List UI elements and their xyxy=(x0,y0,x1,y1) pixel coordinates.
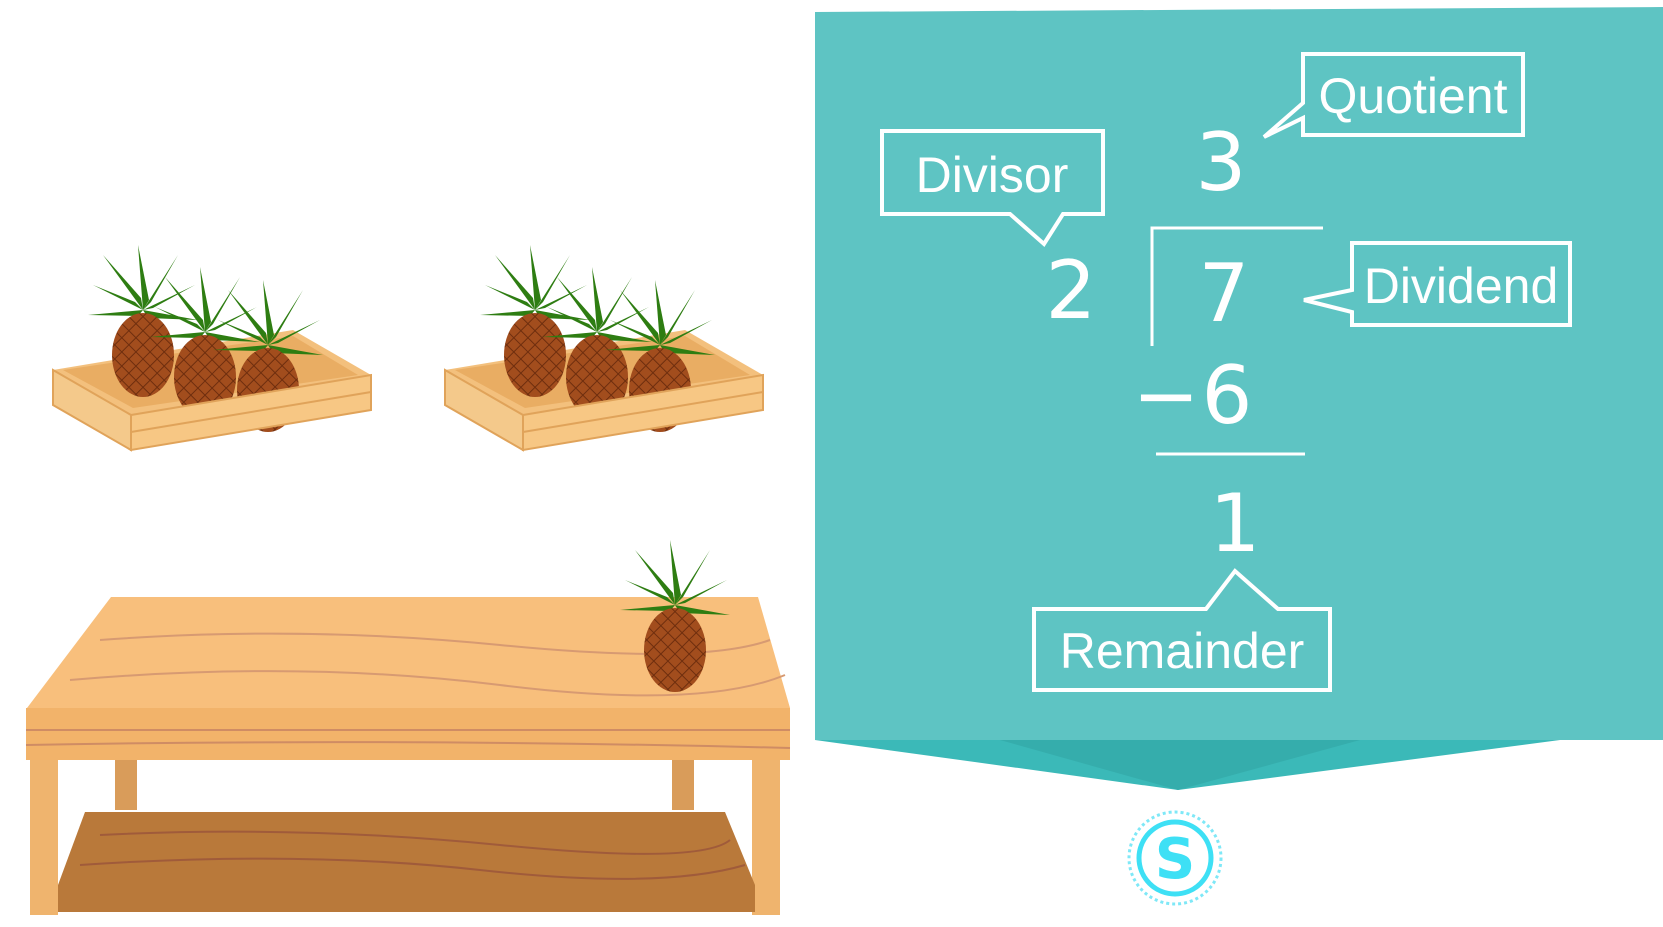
dividend-value: 7 xyxy=(1199,247,1250,340)
divisor-label: Divisor xyxy=(916,147,1069,203)
quotient-value: 3 xyxy=(1196,116,1247,209)
crate-right xyxy=(444,245,764,451)
subtracted-value: 6 xyxy=(1202,349,1253,442)
divisor-callout: Divisor xyxy=(880,129,1105,248)
remainder-value: 1 xyxy=(1210,477,1261,570)
quotient-callout: Quotient xyxy=(1262,52,1525,139)
table xyxy=(25,540,791,915)
pineapple-illustration xyxy=(25,245,791,915)
remainder-callout: Remainder xyxy=(1032,568,1332,692)
dividend-label: Dividend xyxy=(1364,258,1559,314)
crate-left xyxy=(52,245,372,451)
logo: S xyxy=(1127,810,1223,906)
remainder-label: Remainder xyxy=(1060,623,1305,679)
logo-letter: S xyxy=(1155,827,1195,892)
divisor-value: 2 xyxy=(1046,244,1097,337)
division-bracket xyxy=(1150,226,1323,346)
quotient-label: Quotient xyxy=(1318,68,1507,124)
dividend-callout: Dividend xyxy=(1303,241,1572,327)
minus-sign: − xyxy=(1132,349,1199,442)
